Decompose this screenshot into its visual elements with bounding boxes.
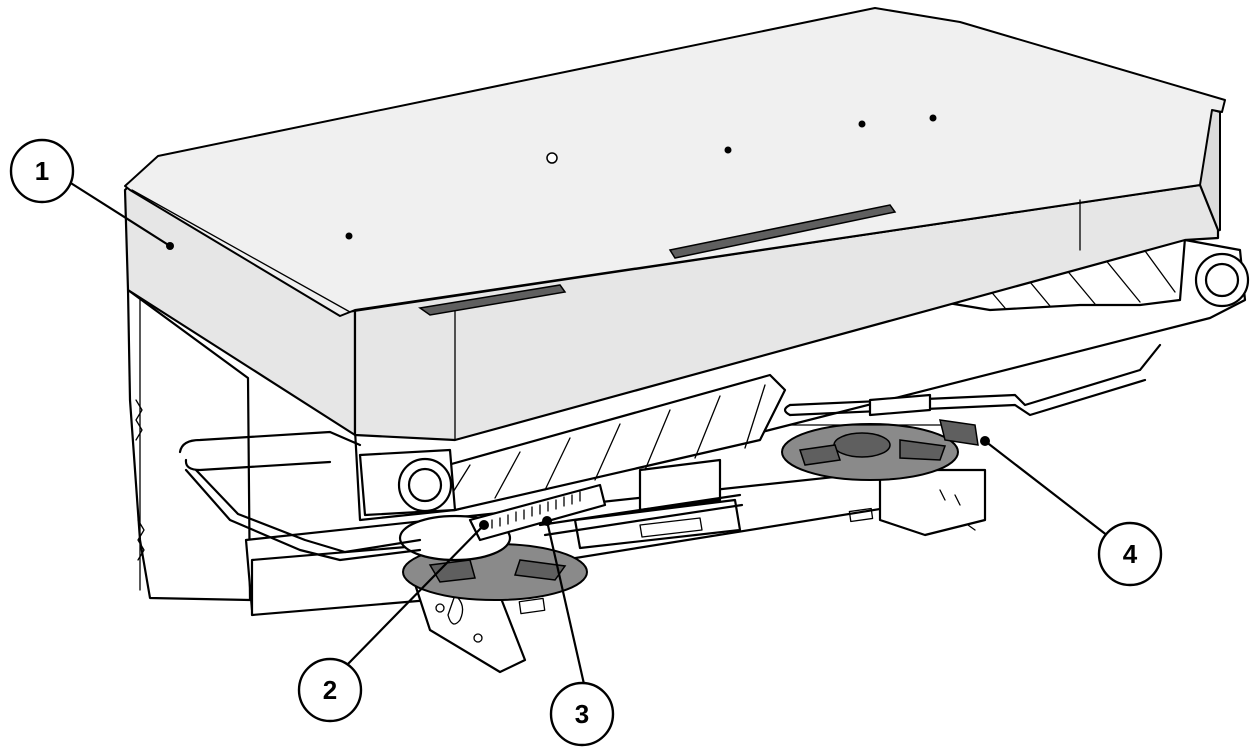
right-metering-slide [868, 393, 990, 446]
spreading-disc-left [398, 514, 588, 601]
callout-2-label: 2 [323, 675, 337, 705]
callout-4: 4 [984, 440, 1163, 587]
callout-1: 1 [9, 138, 171, 247]
chassis-frame [244, 458, 987, 674]
roller-right [1194, 252, 1250, 308]
left-side-cover [126, 288, 252, 602]
callout-3-label: 3 [575, 699, 589, 729]
callout-3: 3 [545, 520, 615, 747]
hopper [123, 7, 1226, 442]
callout-2: 2 [297, 524, 485, 723]
guard-rail [178, 343, 1162, 562]
roller-left [358, 448, 457, 517]
callout-1-label: 1 [35, 156, 49, 186]
callout-4-label: 4 [1123, 539, 1138, 569]
spreading-disc-right [781, 423, 959, 481]
